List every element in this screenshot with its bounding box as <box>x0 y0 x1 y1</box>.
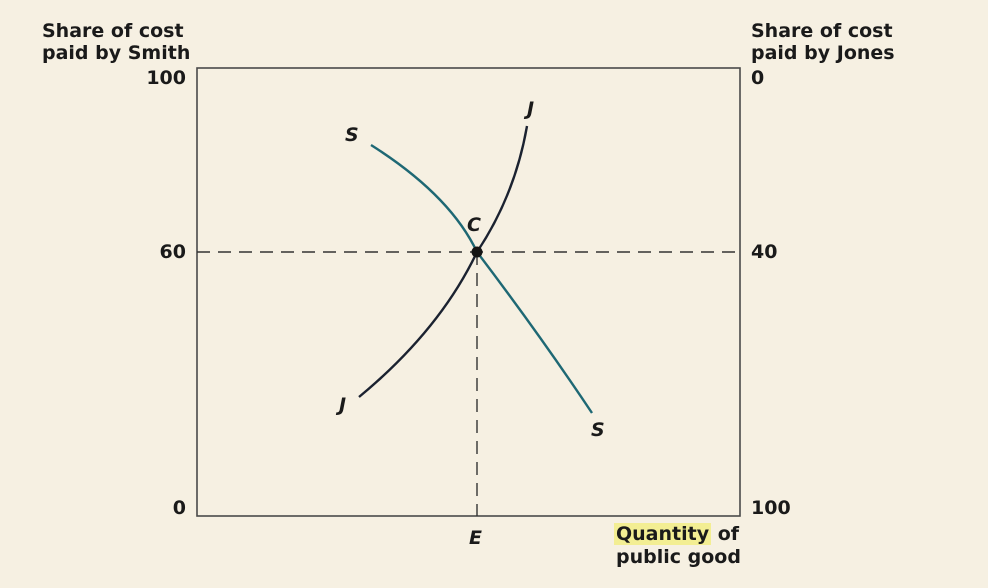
jones-curve-label-top: J <box>527 98 535 120</box>
x-axis-label: Quantity of public good <box>614 523 741 568</box>
right-tick-40: 40 <box>751 241 778 263</box>
left-axis-title: Share of cost paid by Smith <box>42 20 191 64</box>
smith-curve-label-bottom: S <box>591 419 605 441</box>
left-tick-100: 100 <box>146 67 186 89</box>
equilibrium-label: C <box>467 214 481 236</box>
jones-curve <box>358 125 529 398</box>
right-axis-title: Share of cost paid by Jones <box>751 20 895 64</box>
x-point-label: E <box>469 527 482 549</box>
right-tick-0: 0 <box>751 67 765 89</box>
smith-curve <box>370 143 593 414</box>
plot-frame <box>196 67 741 517</box>
smith-curve-label-top: S <box>345 124 359 146</box>
x-axis-label-highlight: Quantity <box>614 523 712 545</box>
equilibrium-point <box>471 246 483 258</box>
right-tick-100: 100 <box>751 497 791 519</box>
left-tick-60: 60 <box>159 241 186 263</box>
jones-curve-label-bottom: J <box>339 394 347 416</box>
left-tick-0: 0 <box>172 497 186 519</box>
